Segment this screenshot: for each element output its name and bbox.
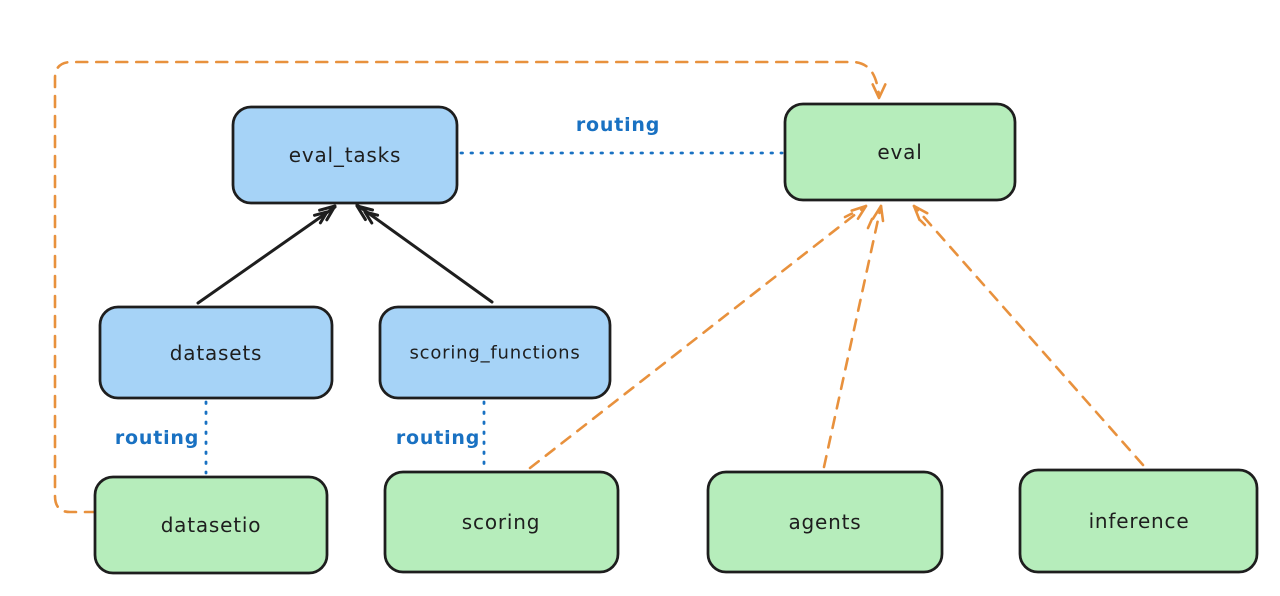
edge-datasets-evaltasks-line <box>196 205 337 305</box>
node-inference: inference <box>1018 468 1259 574</box>
node-scoring-box <box>383 470 620 574</box>
node-agents: agents <box>706 470 944 574</box>
routing-label-evaltasks-eval: routing <box>576 114 660 136</box>
edge-inference-eval-arrowhead <box>912 204 929 222</box>
edge-datasetio-eval-arrowhead <box>871 83 887 100</box>
node-scoring-functions: scoring_functions <box>378 305 612 400</box>
node-eval-tasks: eval_tasks <box>231 105 459 205</box>
edge-datasets-evaltasks-arrowhead <box>318 204 337 222</box>
node-datasetio-label: datasetio <box>161 513 262 537</box>
node-agents-box <box>706 470 944 574</box>
edge-agents-eval-arrowhead-accent <box>866 217 874 230</box>
node-agents-label: agents <box>789 510 862 534</box>
edge-scoring-eval-arrowhead-accent <box>843 212 854 219</box>
edge-scoringfunctions-evaltasks-arrowhead-double <box>363 210 380 225</box>
node-inference-box <box>1018 468 1259 574</box>
node-datasets-label: datasets <box>170 341 262 365</box>
node-datasetio: datasetio <box>93 475 329 575</box>
node-datasets-box <box>98 305 334 400</box>
edge-inference-eval-dashed-line <box>912 204 1145 467</box>
edge-datasetio-eval-dashed-line <box>53 60 881 514</box>
node-eval-box <box>783 102 1017 202</box>
edge-agents-eval-arrowhead <box>871 204 885 223</box>
node-eval-label: eval <box>877 140 922 164</box>
edge-scoring-eval-dashed-line <box>528 204 868 470</box>
routing-label-datasets-datasetio: routing <box>115 427 199 449</box>
edge-scoringfunctions-evaltasks-arrowhead <box>355 204 374 222</box>
node-eval-tasks-box <box>231 105 459 205</box>
node-datasets: datasets <box>98 305 334 400</box>
edge-agents-eval-dashed-line <box>822 204 883 469</box>
edge-scoring-eval-arrowhead <box>850 204 868 220</box>
node-scoring-functions-box <box>378 305 612 400</box>
routing-label-scoringfunctions-scoring: routing <box>396 427 480 449</box>
node-eval: eval <box>783 102 1017 202</box>
edge-inference-eval-arrowhead-accent <box>919 219 927 227</box>
node-scoring-functions-label: scoring_functions <box>409 343 580 364</box>
node-scoring-label: scoring <box>462 510 540 534</box>
node-scoring: scoring <box>383 470 620 574</box>
edge-datasets-evaltasks-arrowhead-double <box>313 210 329 225</box>
node-datasetio-box <box>93 475 329 575</box>
node-eval-tasks-label: eval_tasks <box>289 143 401 167</box>
edge-scoringfunctions-evaltasks-line <box>355 203 494 304</box>
node-inference-label: inference <box>1089 509 1190 533</box>
